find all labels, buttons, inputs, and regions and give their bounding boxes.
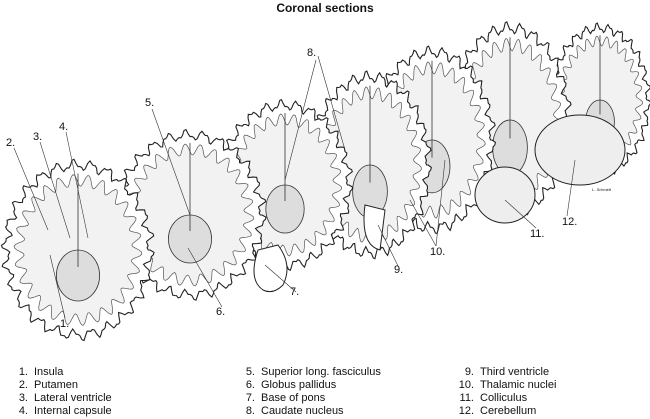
- pons: [253, 244, 288, 293]
- label-12: 12.: [562, 216, 578, 228]
- legend-column-2: 5.Superior long. fasciculus 6.Globus pal…: [237, 366, 381, 418]
- legend-item: 3.Lateral ventricle: [18, 392, 112, 404]
- leader-line: [187, 247, 223, 308]
- leader-line: [377, 224, 399, 267]
- leader-line: [409, 199, 437, 247]
- legend-item: 1.Insula: [18, 366, 64, 378]
- legend-item: 4.Internal capsule: [18, 405, 112, 417]
- cerebellum: [534, 114, 626, 186]
- figure-title: Coronal sections: [276, 1, 374, 15]
- legend-item: 10.Thalamic nuclei: [458, 379, 557, 391]
- brainstem: [363, 204, 386, 251]
- label-11: 11.: [530, 228, 545, 240]
- leader-line: [435, 159, 446, 247]
- leader-line: [566, 159, 576, 217]
- legend-item: 8.Caudate nucleus: [245, 405, 344, 417]
- leader-line: [65, 131, 89, 239]
- label-8: 8.: [307, 47, 317, 59]
- legend-item: 11.Colliculus: [459, 392, 528, 404]
- label-6: 6.: [216, 306, 226, 318]
- legend-item: 2.Putamen: [18, 379, 79, 391]
- legend-item: 9.Third ventricle: [464, 366, 550, 378]
- leader-line: [151, 108, 191, 216]
- label-7: 7.: [290, 286, 300, 298]
- label-3: 3.: [33, 131, 43, 143]
- artist-signature: L. Schmidt: [592, 187, 611, 192]
- leader-line: [49, 254, 66, 319]
- legend-item: 6.Globus pallidus: [245, 379, 337, 391]
- legend-item: 5.Superior long. fasciculus: [245, 366, 381, 378]
- label-1: 1.: [60, 318, 70, 330]
- label-5: 5.: [145, 97, 155, 109]
- label-2: 2.: [6, 137, 16, 149]
- label-9: 9.: [394, 264, 404, 276]
- label-10: 10.: [430, 246, 446, 258]
- leader-line: [317, 55, 346, 151]
- legend-column-1: 1.Insula 2.Putamen 3.Lateral ventricle 4…: [10, 366, 112, 418]
- leader-line: [284, 59, 317, 181]
- label-4: 4.: [59, 121, 69, 133]
- leader-line: [39, 141, 71, 239]
- coronal-sections-illustration: [0, 20, 650, 342]
- leader-line: [264, 264, 297, 293]
- cerebellum-section: [474, 166, 536, 224]
- leader-line: [504, 199, 537, 229]
- legend-item: 7.Base of pons: [245, 392, 326, 404]
- legend-column-3: 9.Third ventricle 10.Thalamic nuclei 11.…: [456, 366, 557, 418]
- leader-line: [13, 147, 49, 231]
- legend-item: 12.Cerebellum: [458, 405, 537, 417]
